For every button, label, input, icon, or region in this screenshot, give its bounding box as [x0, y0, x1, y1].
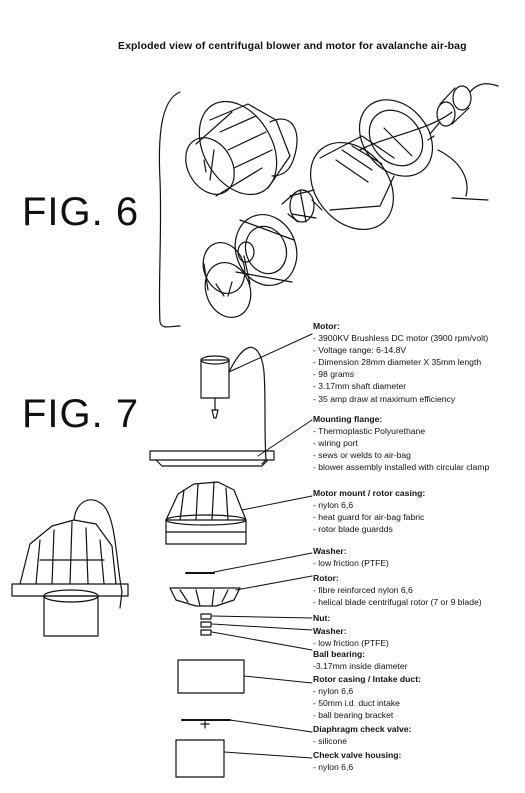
spec-line: - low friction (PTFE): [313, 638, 389, 649]
fig6-motor-mount: [310, 127, 413, 231]
spec-line: - 35 amp draw at maximum efficiency: [313, 393, 456, 404]
spec-washer-2: Washer: - low friction (PTFE): [313, 625, 389, 649]
fig6-intake-cylinder: [202, 242, 252, 318]
fig7-check-valve: [181, 719, 231, 729]
spec-heading: Nut:: [313, 613, 331, 623]
fig7-mounting-flange: [149, 450, 275, 467]
spec-line: - heat guard for air-bag fabric: [313, 512, 425, 523]
spec-line: - nylon 6,6: [313, 762, 354, 773]
fig7-assembled-unit: [11, 499, 129, 637]
spec-nut: Nut:: [313, 612, 330, 624]
fig7-rotor-casing: [177, 659, 245, 694]
fig7-check-valve-housing: [175, 739, 225, 778]
spec-line: - nylon 6,6: [313, 500, 354, 511]
spec-heading: Motor mount / rotor casing:: [313, 488, 426, 498]
spec-line: - 3900KV Brushless DC motor (3900 rpm/vo…: [313, 333, 489, 344]
spec-mounting-flange: Mounting flange: - Thermoplastic Polyure…: [313, 413, 489, 473]
spec-heading: Diaphragm check valve:: [313, 724, 412, 734]
fig6-rotor: [281, 189, 323, 223]
fig7-motor-mount: [165, 481, 247, 545]
spec-heading: Rotor casing / Intake duct:: [313, 674, 421, 684]
spec-check-valve: Diaphragm check valve: - silicone: [313, 723, 411, 747]
fig6-mounting-flange: [358, 99, 489, 201]
spec-line: - ball bearing bracket: [313, 710, 394, 721]
spec-line: - 98 grams: [313, 369, 355, 380]
spec-heading: Ball bearing:: [313, 649, 366, 659]
spec-heading: Rotor:: [313, 573, 339, 583]
spec-heading: Mounting flange:: [313, 414, 383, 424]
spec-line: -3.17mm inside diameter: [313, 661, 408, 672]
spec-line: - rotor blade guardds: [313, 524, 393, 535]
spec-line: - 3.17mm shaft diameter: [313, 381, 407, 392]
spec-washer-1: Washer: - low friction (PTFE): [313, 545, 389, 569]
spec-line: - 50mm i.d. duct intake: [313, 698, 400, 709]
spec-rotor-casing: Rotor casing / Intake duct: - nylon 6,6 …: [313, 673, 421, 721]
fig6-rotor-casing: [185, 100, 298, 197]
spec-line: - helical blade centrifugal rotor (7 or …: [313, 597, 482, 608]
fig7-label: FIG. 7: [22, 392, 140, 436]
spec-line: - sews or welds to air-bag: [313, 450, 411, 461]
spec-heading: Washer:: [313, 546, 347, 556]
leader-lines: [211, 333, 313, 759]
spec-heading: Washer:: [313, 626, 347, 636]
spec-check-valve-housing: Check valve housing: - nylon 6,6: [313, 749, 401, 773]
spec-heading: Motor:: [313, 321, 340, 331]
spec-motor-mount: Motor mount / rotor casing: - nylon 6,6 …: [313, 487, 425, 535]
spec-line: - nylon 6,6: [313, 686, 354, 697]
spec-line: - wiring port: [313, 438, 358, 449]
spec-rotor: Rotor: - fibre reinforced nylon 6,6 - he…: [313, 572, 482, 608]
spec-line: - blower assembly installed with circula…: [313, 462, 490, 473]
spec-line: - Voltage range: 6-14.8V: [313, 345, 407, 356]
fig6-bracket: [158, 91, 181, 328]
spec-heading: Check valve housing:: [313, 750, 402, 760]
fig7-nut-washer: [200, 613, 212, 636]
spec-line: - fibre reinforced nylon 6,6: [313, 585, 413, 596]
sheet-title: Exploded view of centrifugal blower and …: [118, 40, 467, 52]
spec-line: - low friction (PTFE): [313, 558, 389, 569]
spec-line: - silicone: [313, 736, 347, 747]
spec-line: - Thermoplastic Polyurethane: [313, 426, 426, 437]
fig7-rotor: [169, 587, 241, 607]
fig6-label: FIG. 6: [22, 190, 140, 234]
spec-motor: Motor: - 3900KV Brushless DC motor (3900…: [313, 320, 488, 405]
fig7-motor: [200, 346, 267, 465]
spec-line: - Dimension 28mm diameter X 35mm length: [313, 357, 482, 368]
spec-ball-bearing: Ball bearing: -3.17mm inside diameter: [313, 648, 408, 672]
fig6-motor: [359, 83, 499, 151]
